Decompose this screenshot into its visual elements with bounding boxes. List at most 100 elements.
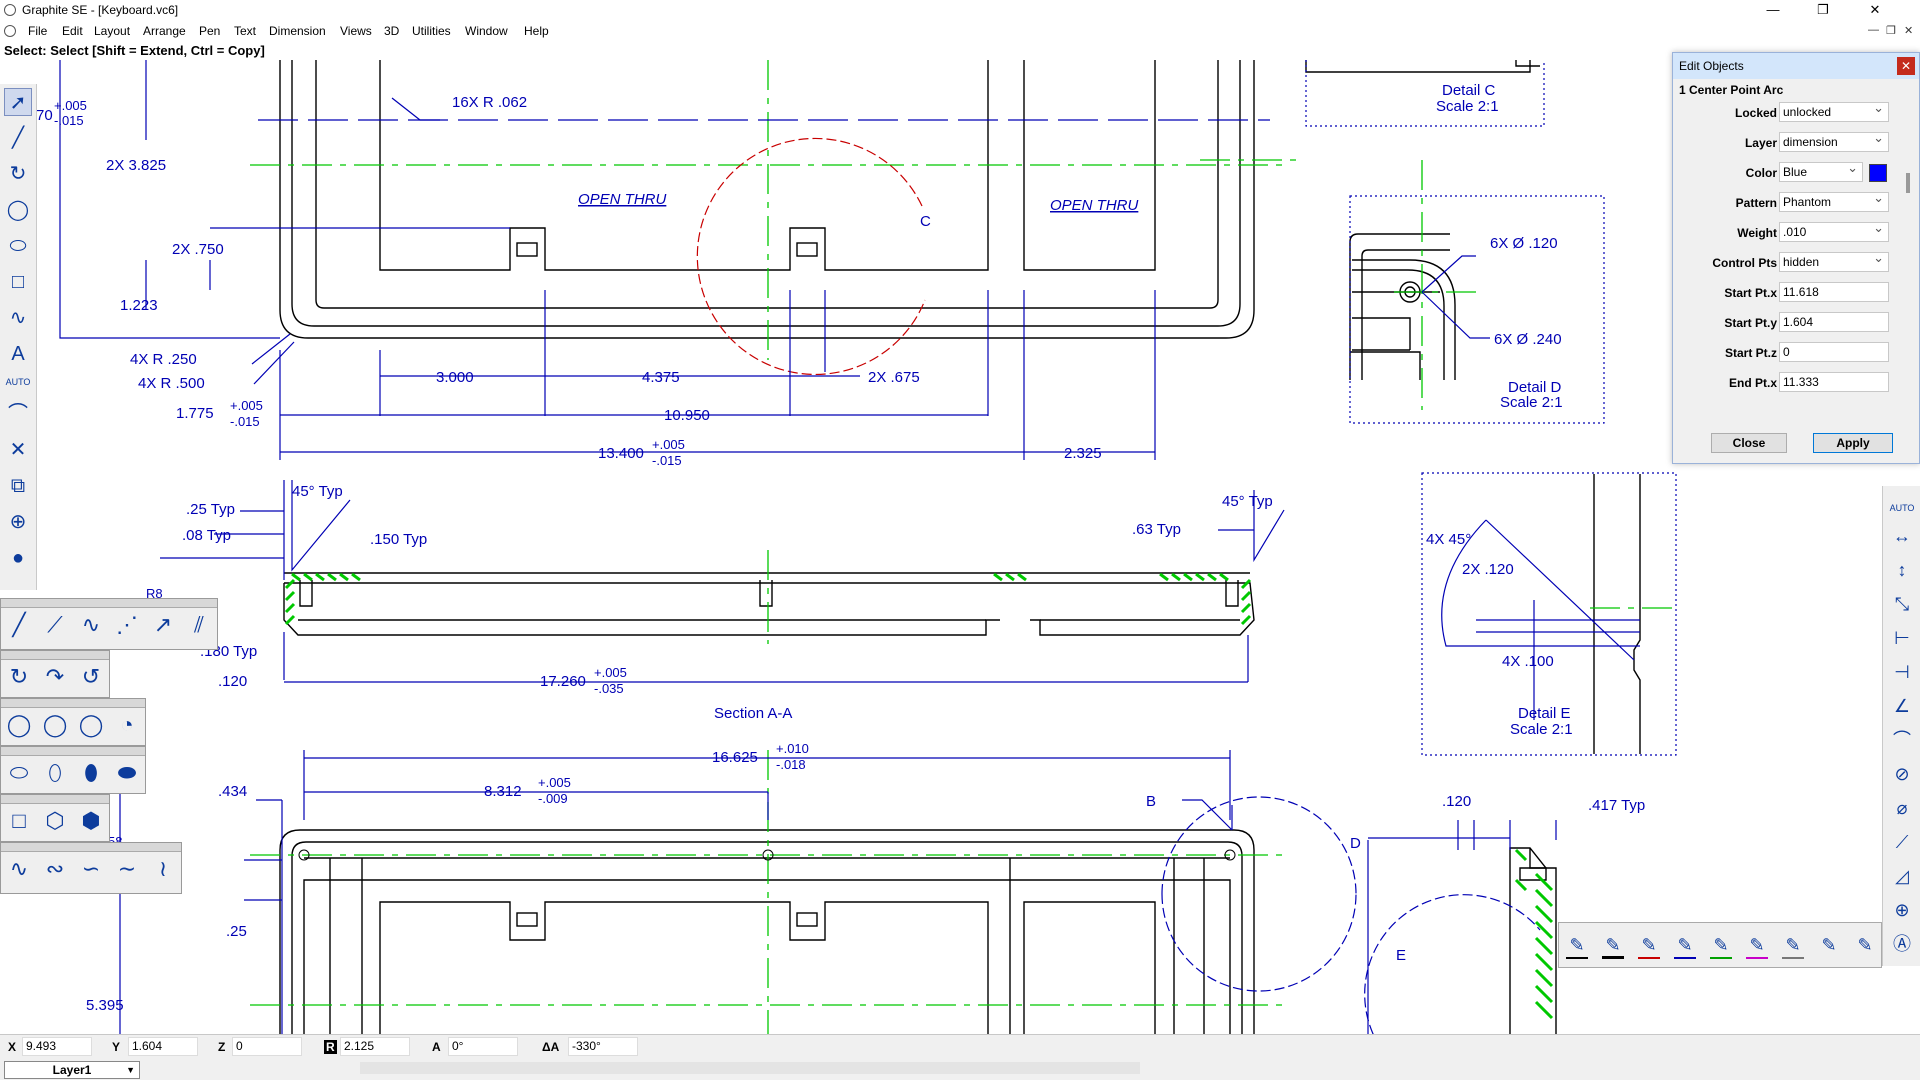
ellipse-arc-icon[interactable]: ⬬ bbox=[117, 760, 137, 785]
line-double-icon[interactable]: ⫽ bbox=[194, 612, 204, 637]
dim-radius-icon[interactable]: ⊘ bbox=[1894, 764, 1910, 784]
arc-3point-icon[interactable]: ↷ bbox=[45, 664, 65, 689]
curve-fit-icon[interactable]: ∼ bbox=[117, 856, 137, 881]
mdi-restore-button[interactable]: ❐ bbox=[1886, 25, 1896, 37]
trim-icon[interactable]: ✕ bbox=[9, 439, 27, 461]
auto-icon[interactable]: AUTO bbox=[5, 377, 31, 387]
curve-spline-icon[interactable]: ∾ bbox=[45, 856, 65, 881]
menu-pen[interactable]: Pen bbox=[199, 24, 221, 38]
edit-objects-titlebar[interactable]: Edit Objects bbox=[1673, 53, 1919, 79]
curve-bezier-icon[interactable]: ∿ bbox=[9, 856, 29, 881]
angle-field[interactable]: 0° bbox=[448, 1037, 518, 1056]
x-coord-field[interactable]: 9.493 bbox=[22, 1037, 92, 1056]
start-z-field[interactable]: 0 bbox=[1779, 342, 1889, 362]
radius-field[interactable]: 2.125 bbox=[340, 1037, 410, 1056]
mdi-close-button[interactable]: ✕ bbox=[1904, 25, 1914, 37]
drawing-canvas[interactable]: 70 +.005 -.015 16X R .062 2X 3.825 2X .7… bbox=[0, 60, 1920, 1034]
z-coord-field[interactable]: 0 bbox=[232, 1037, 302, 1056]
ellipse-icon[interactable]: ⬭ bbox=[9, 235, 27, 257]
line-flyout-header[interactable] bbox=[1, 599, 217, 608]
layer-select[interactable]: dimension bbox=[1779, 129, 1889, 152]
rectangle-icon[interactable]: □ bbox=[11, 271, 25, 293]
start-y-field[interactable]: 1.604 bbox=[1779, 312, 1889, 332]
menu-text[interactable]: Text bbox=[234, 24, 257, 38]
close-window-button[interactable]: ✕ bbox=[1869, 2, 1881, 17]
pen-gray-icon[interactable]: ✎ bbox=[1779, 935, 1807, 959]
dim-chamfer-icon[interactable]: ◿ bbox=[1895, 866, 1909, 886]
pattern-select[interactable]: Phantom bbox=[1779, 189, 1889, 212]
ellipse-center-icon[interactable]: ⬭ bbox=[9, 760, 29, 785]
dim-auto-icon[interactable]: AUTO bbox=[1889, 503, 1915, 513]
line-polyline-icon[interactable]: ⟋ bbox=[47, 612, 63, 637]
dim-leader-icon[interactable]: ⟋ bbox=[1895, 832, 1909, 852]
curve-icon[interactable]: ∿ bbox=[9, 307, 27, 329]
line-icon[interactable]: ╱ bbox=[11, 127, 25, 149]
dim-aligned-icon[interactable]: ⤡ bbox=[1894, 594, 1910, 614]
ellipse-rotated-icon[interactable]: ⬮ bbox=[84, 760, 98, 785]
curve-flyout-header[interactable] bbox=[1, 843, 181, 852]
polygon-inscribed-icon[interactable]: ⬡ bbox=[45, 808, 65, 833]
circle-flyout-header[interactable] bbox=[1, 699, 145, 708]
layer-select[interactable]: Layer1 bbox=[4, 1061, 140, 1079]
horizontal-scrollbar[interactable] bbox=[360, 1062, 1140, 1074]
control-pts-select[interactable]: hidden bbox=[1779, 249, 1889, 272]
pen-blue-icon[interactable]: ✎ bbox=[1671, 935, 1699, 959]
arc-icon[interactable]: ↻ bbox=[9, 163, 27, 185]
menu-edit[interactable]: Edit bbox=[62, 24, 83, 38]
maximize-button[interactable]: ❐ bbox=[1817, 2, 1829, 17]
curve-nurbs-icon[interactable]: ∽ bbox=[81, 856, 101, 881]
y-coord-field[interactable]: 1.604 bbox=[128, 1037, 198, 1056]
polygon-circumscribed-icon[interactable]: ⬢ bbox=[81, 808, 101, 833]
pen-red-dashed-icon[interactable]: ✎ bbox=[1635, 935, 1663, 959]
dim-angular-icon[interactable]: ∠ bbox=[1893, 696, 1911, 716]
scrollbar-thumb[interactable] bbox=[1906, 173, 1910, 193]
menu-layout[interactable]: Layout bbox=[94, 24, 131, 38]
menu-views[interactable]: Views bbox=[340, 24, 372, 38]
group-icon[interactable]: ⧉ bbox=[10, 475, 26, 497]
line-connected-icon[interactable]: ∿ bbox=[81, 612, 101, 637]
arc-flyout-header[interactable] bbox=[1, 651, 109, 660]
pen-green-icon[interactable]: ✎ bbox=[1707, 935, 1735, 959]
menu-3d[interactable]: 3D bbox=[384, 24, 400, 38]
menu-help[interactable]: Help bbox=[524, 24, 549, 38]
dim-chain-icon[interactable]: ⊣ bbox=[1894, 662, 1910, 682]
polygon-flyout-header[interactable] bbox=[1, 795, 109, 804]
mdi-minimize-button[interactable]: — bbox=[1868, 24, 1879, 36]
pen-custom-icon[interactable]: ✎ bbox=[1857, 935, 1873, 955]
drawing-svg[interactable]: 70 +.005 -.015 16X R .062 2X 3.825 2X .7… bbox=[0, 60, 1920, 1034]
circle-2point-icon[interactable]: ◯ bbox=[42, 712, 68, 737]
color-select[interactable]: Blue bbox=[1779, 159, 1863, 182]
menu-utilities[interactable]: Utilities bbox=[412, 24, 451, 38]
weight-select[interactable]: .010 bbox=[1779, 219, 1889, 242]
circle-center-icon[interactable]: ◯ bbox=[6, 712, 32, 737]
pen-black-thick-icon[interactable]: ✎ bbox=[1599, 935, 1627, 959]
line-arrow-icon[interactable]: ↗ bbox=[153, 612, 173, 637]
menu-dimension[interactable]: Dimension bbox=[269, 24, 326, 38]
apply-button[interactable]: Apply bbox=[1813, 433, 1893, 453]
ellipse-flyout-header[interactable] bbox=[1, 747, 145, 756]
dim-datum-icon[interactable]: Ⓐ bbox=[1893, 934, 1911, 954]
text-icon[interactable]: A bbox=[11, 343, 25, 365]
end-x-field[interactable]: 11.333 bbox=[1779, 372, 1889, 392]
select-arrow-icon[interactable]: ➚ bbox=[4, 88, 32, 116]
circle-icon[interactable]: ◯ bbox=[6, 199, 30, 221]
close-icon[interactable]: ✕ bbox=[1897, 57, 1915, 75]
dim-horizontal-icon[interactable]: ↔ bbox=[1893, 526, 1911, 546]
dim-vertical-icon[interactable]: ↕ bbox=[1897, 560, 1907, 580]
minimize-button[interactable]: — bbox=[1766, 2, 1780, 17]
menu-arrange[interactable]: Arrange bbox=[143, 24, 186, 38]
color-swatch[interactable] bbox=[1869, 164, 1887, 182]
start-x-field[interactable]: 11.618 bbox=[1779, 282, 1889, 302]
arc-center-icon[interactable]: ↻ bbox=[9, 664, 29, 689]
line-dashed-icon[interactable]: ⋰ bbox=[116, 612, 138, 637]
doc-icon[interactable] bbox=[4, 25, 16, 37]
globe-icon[interactable]: ● bbox=[11, 547, 25, 569]
delta-angle-field[interactable]: -330° bbox=[568, 1037, 638, 1056]
dim-baseline-icon[interactable]: ⊢ bbox=[1894, 628, 1910, 648]
menu-window[interactable]: Window bbox=[465, 24, 508, 38]
locked-select[interactable]: unlocked bbox=[1779, 99, 1889, 122]
properties-scrollbar[interactable] bbox=[1903, 143, 1913, 423]
pen-erase-icon[interactable]: ✎ bbox=[1821, 935, 1837, 955]
circle-tangent-icon[interactable]: ◔ bbox=[120, 712, 134, 737]
curve-control-icon[interactable]: ≀ bbox=[158, 856, 168, 881]
